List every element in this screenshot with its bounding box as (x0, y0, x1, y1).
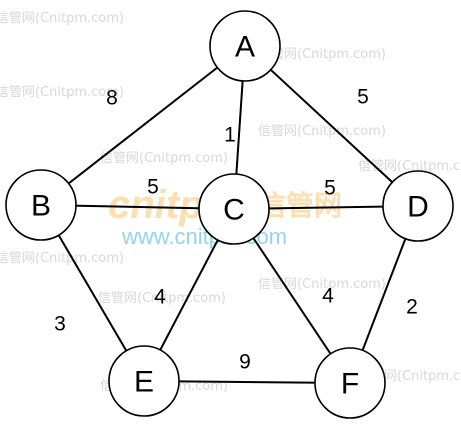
watermark-text: 信管网(Cnitpm.com) (98, 291, 226, 306)
node-d: D (382, 170, 454, 242)
node-label-b: B (31, 190, 51, 223)
edge-weight-c-d: 5 (324, 177, 336, 200)
edge-weight-c-f: 4 (322, 285, 334, 308)
watermark-text: 信管网(Cnitpm.com) (258, 124, 386, 139)
watermark-layer: 信管网(Cnitpm.com) 信管网(Cnitpm.com) 信管网(Cnit… (0, 11, 461, 394)
node-circle-e (108, 345, 180, 417)
watermark-text: 信管网(Cnitpm.com) (258, 277, 386, 292)
node-circle-b (5, 169, 77, 241)
node-circle-f (314, 347, 386, 419)
node-circle-c (198, 173, 270, 245)
node-b: B (5, 169, 77, 241)
edge-weight-a-d: 5 (357, 86, 369, 109)
edge-weight-a-c: 1 (224, 124, 236, 147)
watermark-text: 信管网(Cnitpm.com) (100, 151, 228, 166)
nodes-layer: A B C D E F (5, 10, 454, 419)
node-f: F (314, 347, 386, 419)
edge-weight-c-e: 4 (154, 286, 166, 309)
watermark-brand-cn: 信管网 (258, 189, 342, 222)
node-label-c: C (223, 194, 245, 227)
node-label-d: D (407, 191, 429, 224)
node-label-e: E (134, 366, 154, 399)
node-circle-a (209, 10, 281, 82)
watermark-text: 信管网(Cnitpm.com) (258, 47, 386, 62)
edge-weight-d-f: 2 (406, 296, 418, 319)
watermark-text: 信管网(Cnitpm.com) (358, 159, 461, 174)
edge-a-d (244, 45, 419, 207)
weights-layer: 8 1 5 5 5 3 4 4 2 9 (54, 86, 418, 374)
node-a: A (209, 10, 281, 82)
watermark-text: 信管网(Cnitpm.com) (0, 85, 124, 100)
node-label-a: A (235, 31, 255, 64)
edge-weight-e-f: 9 (239, 351, 251, 374)
node-c: C (198, 173, 270, 245)
node-label-f: F (341, 368, 359, 401)
edge-weight-b-c: 5 (147, 176, 159, 199)
watermark-text: 信管网(Cnitpm.com) (0, 11, 124, 26)
edge-a-b (40, 45, 246, 206)
watermark-text: 信管网(Cnitpm.com) (0, 251, 124, 266)
edge-weight-b-e: 3 (54, 313, 66, 336)
node-circle-d (382, 170, 454, 242)
node-e: E (108, 345, 180, 417)
edge-weight-a-b: 8 (106, 87, 118, 110)
